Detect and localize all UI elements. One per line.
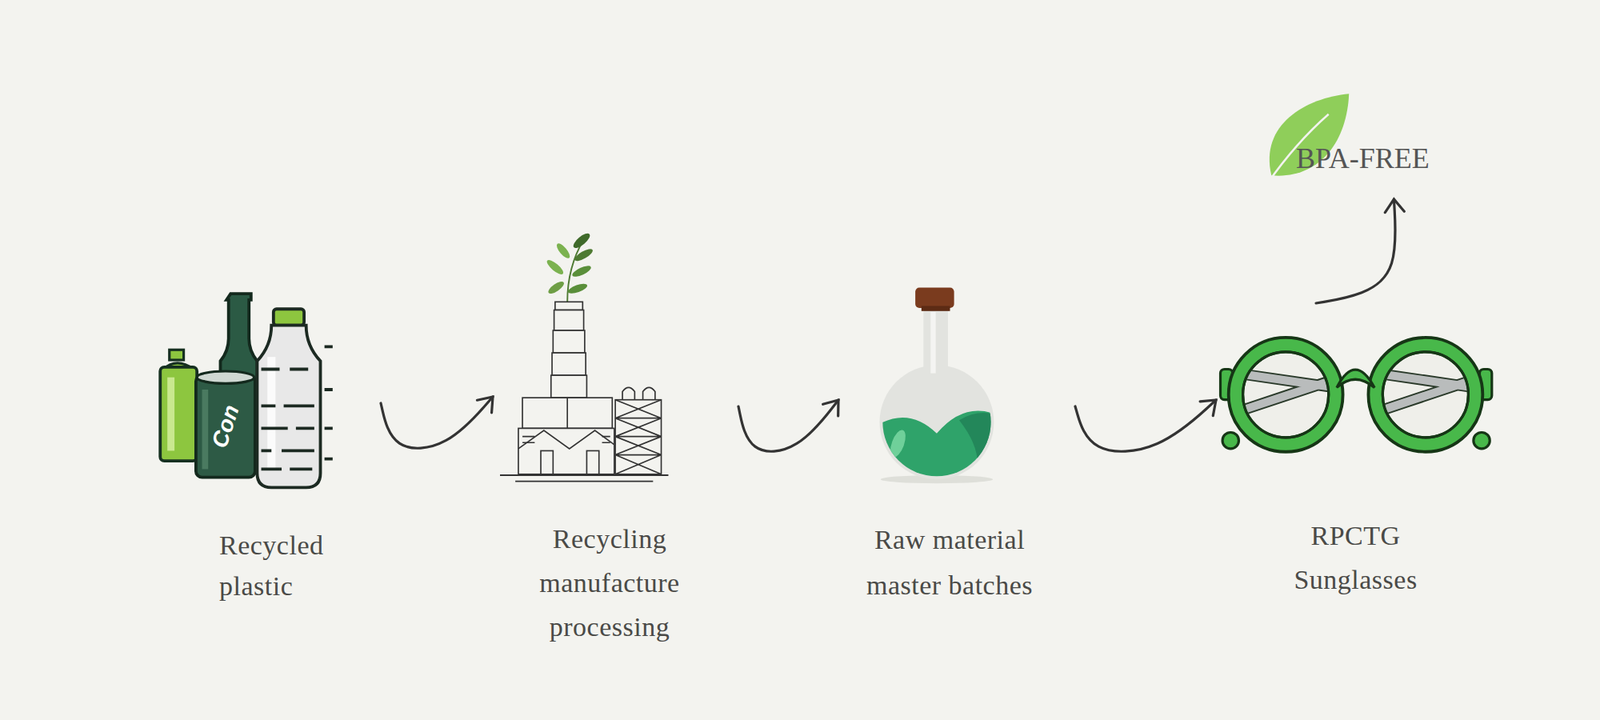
process-step: Recycled plastic	[156, 288, 367, 615]
sunglasses-icon-part-part	[1236, 373, 1335, 412]
sunglasses-icon-part	[1243, 352, 1329, 438]
factory-icon-part	[554, 241, 572, 260]
factory-icon-part	[586, 450, 599, 474]
flow-arrow	[1075, 400, 1216, 452]
process-step: Raw material master batches	[841, 280, 1061, 616]
flow-arrow	[738, 400, 839, 452]
flow-arrow	[1316, 199, 1396, 304]
flask-icon-part-part	[959, 412, 1000, 490]
bottles-icon-part	[324, 346, 333, 459]
bottles-icon-part	[261, 368, 315, 469]
factory-icon-part	[554, 310, 584, 331]
factory-icon-part	[566, 397, 568, 428]
factory-icon-part	[515, 480, 653, 483]
can-logo: Con	[206, 401, 244, 452]
factory-icon-part	[522, 436, 611, 444]
factory-icon-part	[544, 257, 565, 276]
factory-icon-part	[615, 400, 661, 475]
flask-icon-part	[921, 305, 951, 311]
sunglasses-icon-part	[1473, 432, 1490, 449]
factory-icon-part	[572, 246, 595, 263]
process-step: BPA-FREE	[1262, 89, 1472, 193]
bottles-icon-part	[202, 389, 209, 469]
flow-arrow	[380, 396, 493, 448]
step-label: BPA-FREE	[1296, 141, 1468, 176]
factory-icon-part	[571, 264, 593, 280]
process-step: Recycling manufacture processing	[496, 228, 724, 657]
sunglasses-icon-part	[1368, 337, 1483, 452]
flask-icon-part-part	[887, 428, 909, 460]
flask-icon-part	[875, 410, 1000, 489]
factory-icon-part	[566, 281, 588, 296]
factory-icon-part	[546, 279, 566, 296]
bottles-icon-part	[167, 377, 175, 452]
sunglasses-icon-part-part	[1376, 373, 1475, 412]
sunglasses-icon	[1220, 337, 1492, 452]
bottles-icon	[160, 293, 333, 488]
bottles-icon-part	[273, 308, 304, 325]
sunglasses-icon-part	[1236, 373, 1335, 412]
factory-icon-part	[518, 428, 615, 474]
flask-icon-part	[915, 287, 954, 308]
process-step: RPCTG Sunglasses	[1219, 308, 1492, 610]
factory-icon-part	[552, 352, 586, 376]
factory-icon-part	[615, 400, 661, 475]
step-label: Raw material master batches	[841, 516, 1058, 608]
step-label: Recycled plastic	[219, 524, 364, 607]
sunglasses-icon-part-part	[1376, 373, 1475, 412]
bottles-icon-part	[196, 371, 254, 384]
factory-icon-part	[518, 430, 615, 449]
step-label: Recycling manufacture processing	[513, 516, 706, 649]
step-label: RPCTG Sunglasses	[1271, 513, 1440, 602]
bottles-icon-part	[160, 367, 197, 461]
factory-icon-part	[551, 375, 588, 398]
factory-icon-part	[571, 231, 592, 251]
bottles-icon-part	[196, 375, 256, 477]
sunglasses-icon-part	[1228, 337, 1344, 452]
sunglasses-icon-part-part	[1236, 373, 1335, 412]
factory-icon-part	[555, 301, 583, 310]
sunglasses-icon-part	[1336, 369, 1375, 388]
factory-icon	[500, 231, 668, 482]
flask-icon	[875, 287, 1000, 489]
factory-icon-part	[622, 387, 656, 400]
sunglasses-icon-part	[1376, 373, 1475, 412]
bottles-icon-part	[169, 349, 184, 360]
sunglasses-icon-part	[1222, 432, 1239, 449]
sunglasses-icon-part	[1382, 352, 1468, 438]
flask-icon-part	[930, 312, 936, 373]
bottles-icon-part	[256, 325, 320, 488]
flask-icon-part-part	[875, 410, 1000, 489]
factory-icon-part	[552, 330, 585, 353]
flask-icon-part	[923, 305, 948, 373]
factory-icon-part	[522, 397, 612, 428]
factory-icon-part	[540, 450, 553, 474]
factory-icon-part	[500, 474, 668, 476]
